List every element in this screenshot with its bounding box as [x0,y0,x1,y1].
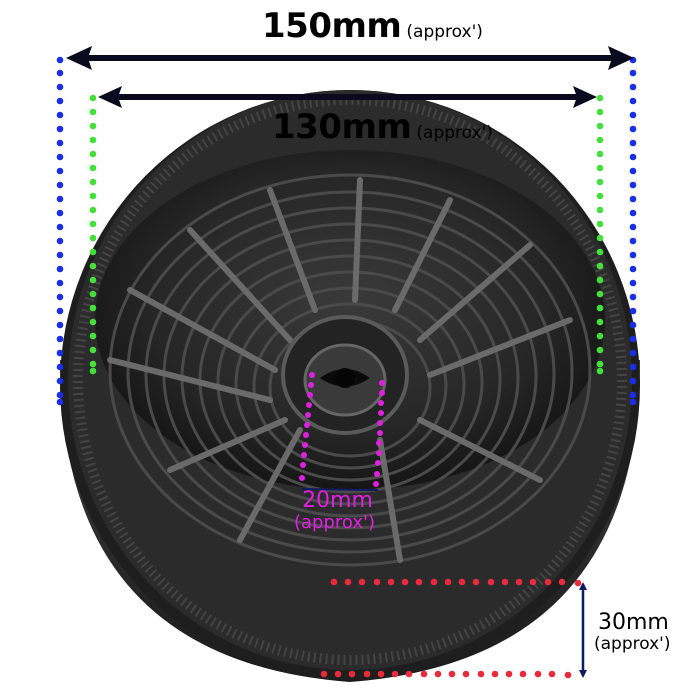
center-hole-value: 20mm [302,488,373,513]
height-arrow [579,582,587,678]
outer-diameter-arrow [66,46,634,70]
height-qualifier: (approx') [594,634,671,654]
outer-diameter-label: 150mm (approx') [262,9,483,43]
center-hole-guides [299,372,385,487]
inner-diameter-value: 130mm [272,107,412,147]
outer-diameter-guides [56,56,637,406]
inner-diameter-label: 130mm (approx') [272,110,493,144]
inner-diameter-guides [89,94,604,375]
center-hole-qualifier: (approx') [294,512,375,533]
height-guides [320,578,582,679]
center-hole-label: 20mm (approx') [294,488,375,532]
center-hole-measure-line [301,488,379,491]
inner-diameter-arrow [98,86,597,108]
filter-body [60,90,640,682]
height-label: 30mm (approx') [594,610,671,653]
outer-diameter-qualifier: (approx') [406,22,483,42]
inner-diameter-qualifier: (approx') [416,123,493,143]
outer-diameter-value: 150mm [262,6,402,46]
height-value: 30mm [598,610,669,635]
